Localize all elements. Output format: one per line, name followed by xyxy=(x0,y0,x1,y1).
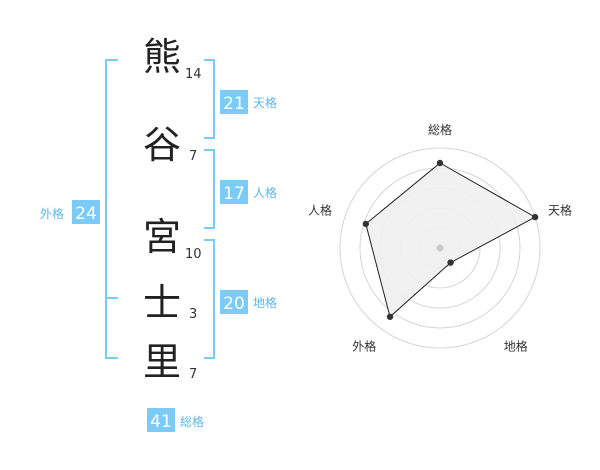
tenkaku-bracket xyxy=(204,59,215,139)
radar-axis-label: 人格 xyxy=(308,202,332,217)
radar-grid-ring xyxy=(339,147,541,349)
stroke-count-1: 14 xyxy=(185,67,202,82)
jinkaku-bracket xyxy=(204,149,215,229)
name-breakdown: 熊 谷 宮 士 里 14 7 10 3 7 21 天格 17 人格 20 地格 xyxy=(40,35,277,432)
stroke-count-4: 3 xyxy=(189,307,197,322)
stroke-count-2: 7 xyxy=(189,149,197,164)
jinkaku-badge: 17 人格 xyxy=(220,180,277,204)
radar-point-4 xyxy=(386,313,394,320)
kanji-char-3: 宮 xyxy=(143,215,181,259)
soukaku-badge: 41 総格 xyxy=(147,408,204,432)
radar-point-5 xyxy=(362,220,370,228)
chikaku-badge: 20 地格 xyxy=(220,290,277,314)
outer-bracket xyxy=(105,59,118,359)
soukaku-value: 41 xyxy=(150,412,172,432)
radar-axis-label: 外格 xyxy=(352,339,376,354)
stroke-count-5: 7 xyxy=(189,367,197,382)
tenkaku-badge: 21 天格 xyxy=(220,90,277,114)
chikaku-value: 20 xyxy=(223,294,245,314)
gaikaku-label: 外格 xyxy=(40,206,64,221)
kanji-char-5: 里 xyxy=(143,340,181,384)
jinkaku-label: 人格 xyxy=(253,185,277,200)
radar-center-dot xyxy=(436,244,444,252)
tenkaku-value: 21 xyxy=(223,94,245,114)
radar-axis-label: 地格 xyxy=(504,339,528,354)
stroke-count-3: 10 xyxy=(185,247,202,262)
radar-point-2 xyxy=(531,213,539,221)
tenkaku-label: 天格 xyxy=(253,95,277,110)
jinkaku-value: 17 xyxy=(223,184,245,204)
gaikaku-badge: 外格 24 xyxy=(40,200,100,224)
kanji-char-1: 熊 xyxy=(143,35,181,79)
radar-axis-label: 総格 xyxy=(428,122,452,137)
gaikaku-value: 24 xyxy=(75,204,97,224)
soukaku-label: 総格 xyxy=(180,414,204,429)
radar-axis-label: 天格 xyxy=(548,202,572,217)
radar-point-1 xyxy=(436,159,444,167)
chikaku-label: 地格 xyxy=(253,295,277,310)
radar-point-3 xyxy=(447,259,454,266)
radar-series-area xyxy=(365,162,537,318)
kanji-char-2: 谷 xyxy=(143,123,181,167)
kanji-char-4: 士 xyxy=(143,281,181,325)
chikaku-bracket xyxy=(204,239,215,359)
